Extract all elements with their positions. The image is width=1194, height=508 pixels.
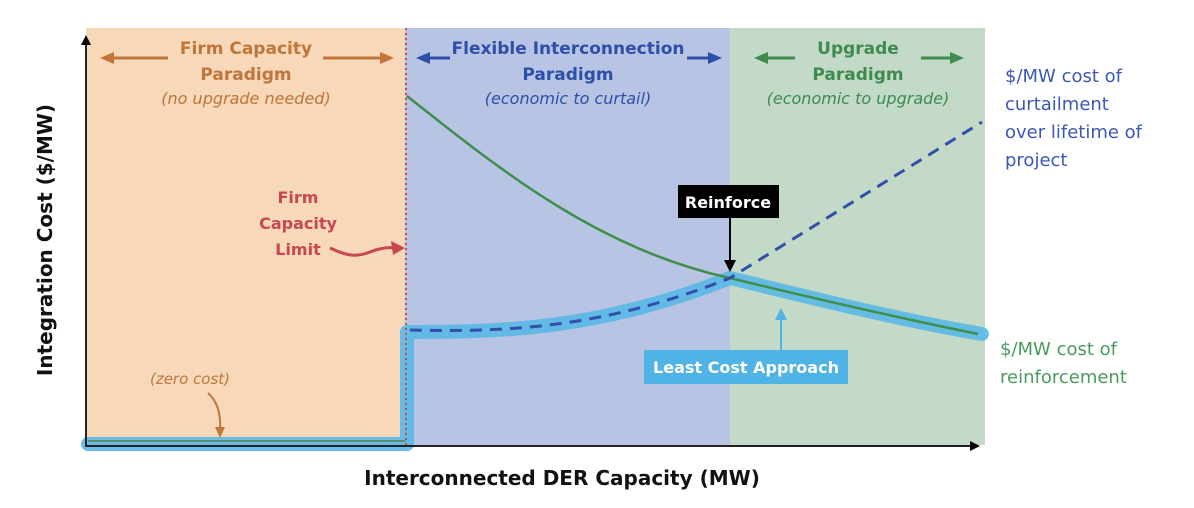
least-cost-box bbox=[644, 350, 848, 384]
x-axis-label: Interconnected DER Capacity (MW) bbox=[364, 466, 760, 490]
firm-region-subtitle: (no upgrade needed) bbox=[161, 89, 330, 108]
upgrade-region-title: Upgrade bbox=[817, 39, 899, 59]
curtailment-cost-label-line2: curtailment bbox=[1005, 94, 1109, 115]
reinforcement-cost-curve bbox=[406, 95, 979, 336]
reinforcement-cost-label: $/MW cost of bbox=[1000, 339, 1118, 360]
firm-region-title-line2: Paradigm bbox=[200, 65, 291, 85]
flexible-region-arrows bbox=[416, 52, 722, 64]
flexible-region-title: Flexible Interconnection bbox=[452, 39, 685, 59]
upgrade-region-arrows bbox=[754, 52, 964, 64]
region-firm-capacity bbox=[86, 28, 405, 445]
reinforce-label: Reinforce bbox=[685, 193, 771, 212]
flexible-region-title-line2: Paradigm bbox=[522, 65, 613, 85]
firm-capacity-limit-label: Firm bbox=[278, 188, 319, 207]
curtailment-cost-curve bbox=[409, 120, 983, 332]
reinforce-arrowhead bbox=[724, 260, 736, 272]
curtailment-cost-label-line3: over lifetime of bbox=[1005, 122, 1143, 143]
least-cost-label: Least Cost Approach bbox=[653, 358, 839, 377]
flexible-region-subtitle: (economic to curtail) bbox=[485, 89, 651, 108]
firm-capacity-limit-arrow bbox=[329, 241, 405, 257]
firm-capacity-limit-label-line3: Limit bbox=[275, 240, 321, 259]
y-axis-label: Integration Cost ($/MW) bbox=[33, 104, 57, 376]
curtailment-cost-label: $/MW cost of bbox=[1005, 66, 1123, 87]
firm-capacity-limit-label-line2: Capacity bbox=[259, 214, 337, 233]
upgrade-region-subtitle: (economic to upgrade) bbox=[767, 89, 950, 108]
reinforce-box bbox=[678, 185, 779, 218]
curtailment-cost-label-line4: project bbox=[1005, 150, 1067, 171]
zero-cost-label: (zero cost) bbox=[150, 370, 230, 388]
least-cost-arrow bbox=[775, 308, 787, 350]
zero-cost-arrow bbox=[207, 392, 225, 438]
firm-region-title: Firm Capacity bbox=[180, 39, 312, 59]
reinforcement-cost-label-line2: reinforcement bbox=[1000, 367, 1127, 388]
upgrade-region-title-line2: Paradigm bbox=[812, 65, 903, 85]
firm-region-arrows bbox=[100, 52, 394, 64]
